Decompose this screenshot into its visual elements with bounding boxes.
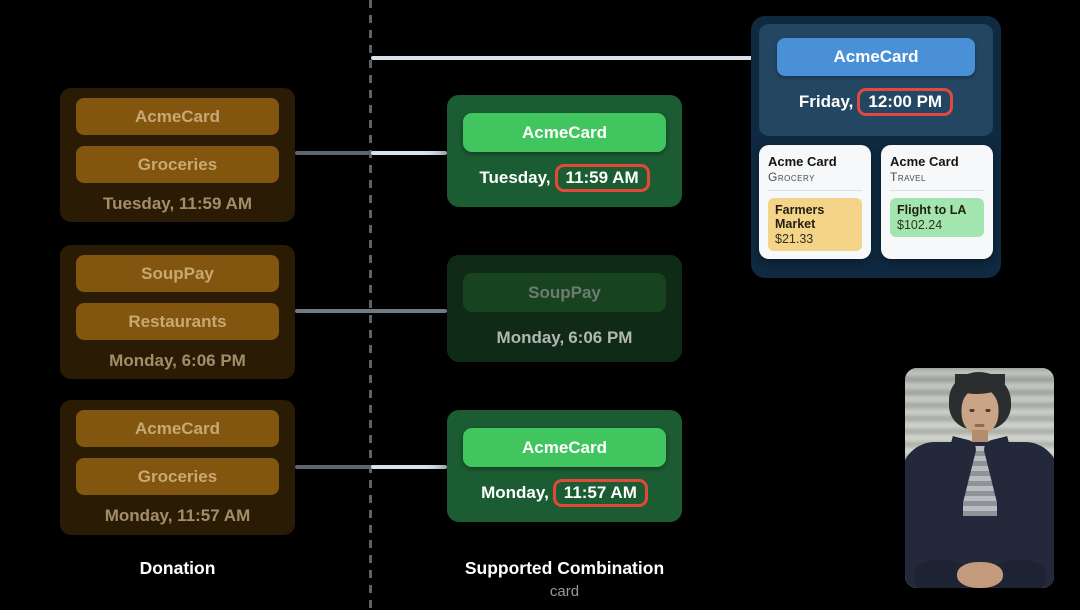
result-panel: AcmeCard Friday, 12:00 PM Acme Card Groc… bbox=[751, 16, 1001, 278]
transaction-card-name: Acme Card bbox=[768, 154, 837, 169]
transaction-category: Grocery bbox=[768, 170, 815, 184]
card-pill[interactable]: AcmeCard bbox=[463, 428, 666, 467]
connector-row3-bright bbox=[371, 465, 447, 469]
connector-row2 bbox=[295, 309, 447, 313]
timestamp-time: 11:59 AM bbox=[565, 168, 639, 187]
combination-timestamp: Monday, 11:57 AM bbox=[463, 476, 666, 510]
timestamp-day: Monday, bbox=[481, 483, 549, 502]
combination-card-3: AcmeCard Monday, 11:57 AM bbox=[447, 410, 682, 522]
donation-timestamp: Monday, 6:06 PM bbox=[109, 351, 246, 370]
result-header: AcmeCard Friday, 12:00 PM bbox=[759, 24, 993, 136]
dashed-divider bbox=[369, 0, 372, 610]
transaction-row: Acme Card Grocery Farmers Market $21.33 … bbox=[759, 145, 993, 259]
card-pill[interactable]: SoupPay bbox=[76, 255, 279, 292]
supported-combination-label: Supported Combination bbox=[464, 558, 665, 578]
donation-card-1: AcmeCard Groceries Tuesday, 11:59 AM bbox=[60, 88, 295, 222]
divider bbox=[768, 190, 862, 191]
presenter-blazer bbox=[905, 436, 1054, 588]
timestamp-time: 6:06 PM bbox=[568, 328, 633, 347]
timestamp-day: Monday, bbox=[496, 328, 565, 347]
left-column-label: Donation bbox=[60, 558, 295, 579]
transaction-card-name: Acme Card bbox=[890, 154, 959, 169]
time-highlight-ring: 11:57 AM bbox=[552, 479, 648, 507]
card-pill[interactable]: AcmeCard bbox=[463, 113, 666, 152]
time-highlight-ring: 11:59 AM bbox=[554, 164, 650, 192]
timestamp-time: 11:57 AM bbox=[563, 483, 637, 502]
connector-row3-dim bbox=[295, 465, 371, 469]
merchant-name: Flight to LA bbox=[897, 203, 967, 217]
card-pill[interactable]: SoupPay bbox=[463, 273, 666, 312]
card-pill[interactable]: AcmeCard bbox=[777, 38, 975, 76]
donation-timestamp: Tuesday, 11:59 AM bbox=[103, 194, 252, 213]
transaction-amount: $102.24 bbox=[897, 218, 943, 232]
transaction-chip: Flight to LA $102.24 bbox=[890, 198, 984, 237]
presenter-hands bbox=[956, 562, 1003, 588]
transaction-card-grocery: Acme Card Grocery Farmers Market $21.33 bbox=[759, 145, 871, 259]
donation-card-3: AcmeCard Groceries Monday, 11:57 AM bbox=[60, 400, 295, 535]
middle-column-label: Supported Combination card bbox=[447, 558, 682, 600]
transaction-card-travel: Acme Card Travel Flight to LA $102.24 bbox=[881, 145, 993, 259]
combination-card-1: AcmeCard Tuesday, 11:59 AM bbox=[447, 95, 682, 207]
connector-row1-bright bbox=[371, 151, 447, 155]
combination-timestamp: Monday, 6:06 PM bbox=[463, 321, 666, 355]
presenter-mouth bbox=[974, 424, 985, 427]
transaction-chip: Farmers Market $21.33 bbox=[768, 198, 862, 251]
donation-timestamp: Monday, 11:57 AM bbox=[104, 506, 251, 525]
category-pill[interactable]: Groceries bbox=[76, 458, 279, 495]
donation-card-2: SoupPay Restaurants Monday, 6:06 PM bbox=[60, 245, 295, 379]
result-timestamp: Friday, 12:00 PM bbox=[777, 85, 975, 119]
combination-card-2: SoupPay Monday, 6:06 PM bbox=[447, 255, 682, 362]
transaction-category: Travel bbox=[890, 170, 926, 184]
presenter-hair-fringe bbox=[954, 374, 1005, 394]
category-pill[interactable]: Restaurants bbox=[76, 303, 279, 340]
connector-result bbox=[371, 56, 757, 60]
timestamp-day: Friday, bbox=[798, 92, 854, 111]
connector-row1-dim bbox=[295, 151, 371, 155]
timestamp-day: Tuesday, bbox=[479, 168, 551, 187]
category-pill[interactable]: Groceries bbox=[76, 146, 279, 183]
presenter-neck bbox=[971, 430, 988, 444]
timestamp-time: 12:00 PM bbox=[868, 92, 943, 111]
donation-label: Donation bbox=[139, 558, 216, 578]
combination-timestamp: Tuesday, 11:59 AM bbox=[463, 161, 666, 195]
presenter-face bbox=[961, 389, 998, 435]
card-pill[interactable]: AcmeCard bbox=[76, 98, 279, 135]
transaction-amount: $21.33 bbox=[775, 232, 814, 246]
presenter-eye bbox=[985, 409, 990, 412]
presenter-eye bbox=[969, 409, 974, 412]
divider bbox=[890, 190, 984, 191]
time-highlight-ring: 12:00 PM bbox=[857, 88, 954, 116]
presenter-video bbox=[905, 368, 1054, 588]
merchant-name: Farmers Market bbox=[775, 203, 825, 231]
card-pill[interactable]: AcmeCard bbox=[76, 410, 279, 447]
card-sublabel: card bbox=[549, 583, 580, 600]
